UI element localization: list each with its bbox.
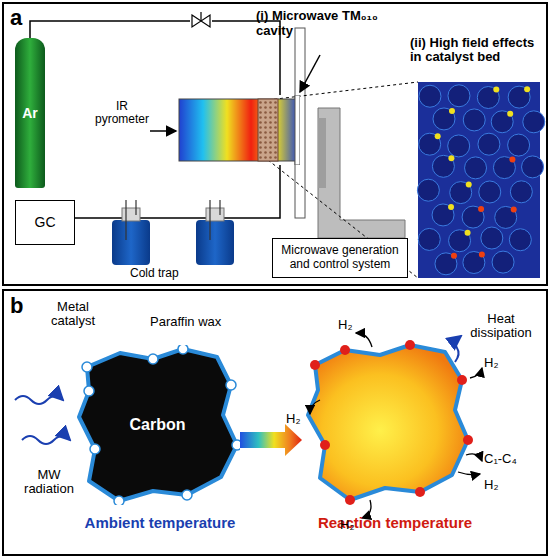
control-box: Microwave generation and control system [272, 238, 408, 278]
node-text: (i) Microwave TM₀₁₀ cavity [256, 9, 396, 39]
text-label: a [10, 6, 40, 30]
text-label: Metal catalyst [38, 300, 108, 329]
text-label: C₁-C₄ [484, 452, 534, 466]
text-label: Reaction temperature [300, 515, 490, 532]
text-label: Ambient temperature [70, 515, 250, 532]
cavity-drawing [178, 95, 300, 165]
text-label: Heat dissipation [458, 312, 544, 341]
text-label: H₂ [484, 478, 514, 492]
text-label: H₂ [484, 356, 514, 370]
gas-cylinder: Ar [15, 38, 45, 188]
text-label: (ii) High field effects in catalyst bed [410, 36, 546, 65]
text-label: b [10, 294, 40, 318]
text-label: H₂ [340, 518, 370, 532]
text-label: MW radiation [14, 468, 84, 497]
node-text: GC [35, 214, 56, 230]
carbon-particle: Carbon [75, 345, 240, 505]
gas-line [75, 165, 280, 218]
text-label: Cold trap [130, 267, 220, 280]
text-label: H₂ [286, 412, 316, 426]
gas-line [30, 21, 280, 95]
text-label: Paraffin wax [150, 315, 260, 329]
node-text: Ar [22, 105, 38, 121]
gc-box: GC [15, 200, 75, 245]
microwave-cavity: (i) Microwave TM₀₁₀ cavity [178, 95, 300, 165]
text-label: H₂ [338, 318, 368, 332]
node-text: Microwave generation and control system [277, 244, 403, 272]
node-text: Carbon [130, 416, 186, 434]
text-label: IR pyrometer [92, 100, 152, 126]
